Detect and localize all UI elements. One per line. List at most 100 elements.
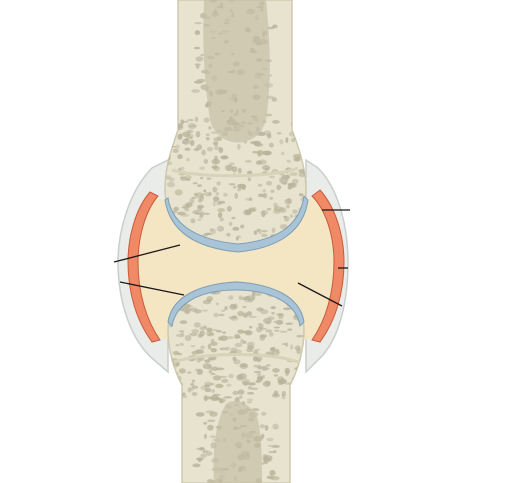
spongy-pore	[193, 147, 200, 152]
spongy-pore	[206, 146, 214, 152]
spongy-pore	[200, 345, 206, 350]
spongy-pore	[274, 205, 278, 211]
spongy-pore	[273, 450, 277, 454]
spongy-pore	[265, 113, 273, 117]
spongy-pore	[195, 412, 205, 417]
spongy-pore	[273, 209, 281, 215]
spongy-pore	[264, 425, 269, 431]
right-lower-leader	[297, 282, 343, 307]
spongy-pore	[205, 451, 213, 456]
spongy-pore	[208, 365, 213, 372]
spongy-pore	[260, 309, 269, 315]
spongy-pore	[265, 364, 271, 367]
spongy-pore	[213, 141, 219, 146]
spongy-pore	[213, 312, 219, 318]
spongy-pore	[228, 316, 237, 320]
spongy-pore	[276, 184, 282, 191]
spongy-pore	[293, 153, 302, 159]
spongy-pore	[261, 461, 265, 465]
spongy-pore	[271, 393, 280, 398]
spongy-pore	[207, 419, 216, 423]
spongy-pore	[182, 131, 191, 138]
spongy-pore	[204, 192, 211, 197]
spongy-pore	[191, 379, 195, 383]
spongy-pore	[261, 210, 266, 218]
spongy-pore	[187, 305, 193, 308]
spongy-pore	[197, 184, 203, 187]
spongy-pore	[172, 148, 179, 153]
spongy-pore	[273, 374, 278, 377]
spongy-pore	[185, 137, 189, 142]
spongy-pore	[247, 391, 255, 395]
spongy-pore	[247, 177, 252, 182]
spongy-pore	[266, 181, 273, 186]
spongy-pore	[206, 299, 211, 302]
spongy-pore	[255, 160, 263, 165]
spongy-pore	[179, 133, 183, 139]
spongy-pore	[281, 390, 286, 397]
spongy-pore	[234, 192, 239, 199]
spongy-pore	[215, 383, 224, 389]
spongy-pore	[209, 228, 214, 232]
spongy-pore	[271, 349, 280, 356]
spongy-pore	[189, 139, 195, 146]
spongy-pore	[246, 332, 251, 336]
spongy-pore	[266, 207, 272, 211]
spongy-pore	[247, 345, 255, 350]
spongy-pore	[220, 335, 228, 342]
spongy-pore	[179, 320, 188, 325]
spongy-pore	[195, 64, 200, 69]
spongy-pore	[221, 309, 226, 312]
spongy-pore	[230, 303, 236, 308]
spongy-pore	[210, 338, 215, 343]
spongy-pore	[215, 330, 222, 333]
spongy-pore	[294, 345, 301, 351]
spongy-pore	[199, 326, 208, 331]
upper-marrow-cavity	[203, 0, 270, 143]
spongy-pore	[237, 167, 242, 174]
spongy-pore	[194, 116, 199, 123]
spongy-pore	[205, 133, 210, 137]
spongy-pore	[234, 342, 243, 348]
spongy-pore	[190, 218, 196, 224]
spongy-pore	[191, 196, 197, 200]
spongy-pore	[211, 165, 218, 169]
spongy-pore	[191, 385, 199, 389]
spongy-pore	[192, 182, 198, 185]
lower-bone	[167, 281, 305, 483]
spongy-pore	[264, 380, 271, 386]
spongy-pore	[188, 124, 197, 128]
spongy-pore	[302, 120, 306, 124]
spongy-pore	[299, 118, 303, 123]
spongy-pore	[228, 295, 234, 300]
spongy-pore	[262, 189, 266, 193]
spongy-pore	[175, 333, 185, 338]
spongy-pore	[188, 386, 195, 391]
spongy-pore	[256, 228, 261, 232]
spongy-pore	[203, 158, 209, 164]
spongy-pore	[259, 424, 266, 429]
spongy-pore	[247, 382, 256, 386]
spongy-pore	[201, 149, 206, 156]
spongy-pore	[280, 207, 287, 214]
spongy-pore	[226, 232, 231, 237]
spongy-pore	[199, 194, 205, 202]
spongy-pore	[168, 122, 178, 127]
spongy-pore	[267, 444, 272, 447]
spongy-pore	[226, 205, 232, 212]
spongy-pore	[291, 138, 296, 143]
spongy-pore	[290, 344, 294, 350]
spongy-pore	[214, 144, 219, 151]
spongy-pore	[234, 334, 241, 339]
spongy-pore	[237, 183, 247, 189]
spongy-pore	[237, 389, 245, 395]
spongy-pore	[202, 233, 208, 237]
spongy-pore	[193, 46, 201, 50]
spongy-pore	[167, 133, 173, 138]
spongy-pore	[285, 370, 290, 377]
spongy-pore	[201, 309, 209, 312]
spongy-pore	[286, 204, 290, 209]
spongy-pore	[191, 392, 198, 396]
spongy-pore	[237, 143, 241, 150]
spongy-pore	[197, 218, 202, 221]
